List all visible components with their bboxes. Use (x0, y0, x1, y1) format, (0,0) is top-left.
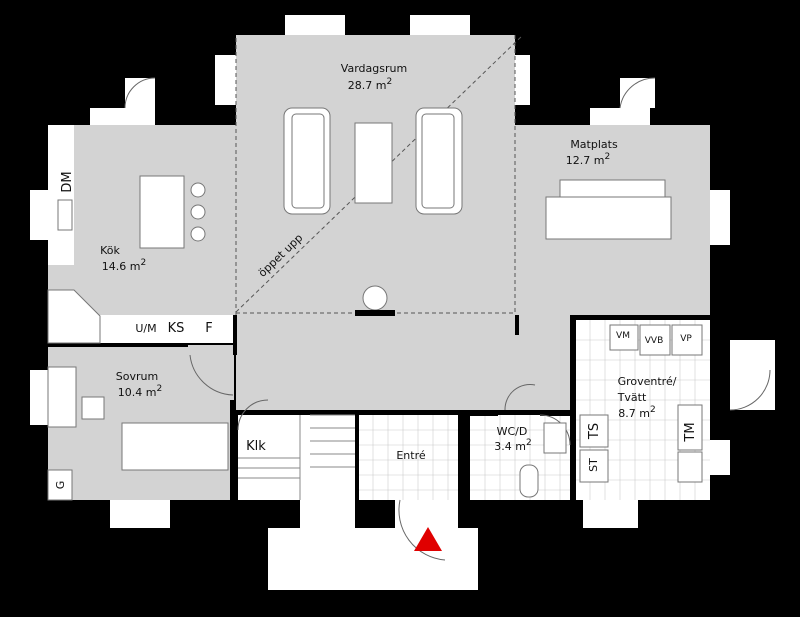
laundry-cabinet (579, 449, 609, 483)
entrance-marker-icon (414, 527, 442, 551)
tvatt-label: Tvätt (617, 391, 647, 404)
sofa-right (415, 107, 463, 215)
coffee-table (354, 122, 393, 204)
kok-area-label: 14.6 m2 (102, 258, 146, 273)
windows (30, 15, 730, 528)
entre-area (358, 415, 458, 500)
water-heater (639, 324, 671, 356)
utility-sink (677, 451, 703, 483)
vardagsrum-label: Vardagsrum (341, 62, 407, 75)
open-above-border (235, 35, 516, 315)
washing-machine (609, 324, 639, 351)
ts-label: TS (587, 423, 602, 440)
st-label: ST (587, 458, 600, 472)
wc-label: WC/D (497, 425, 528, 438)
sovrum-area-label: 10.4 m2 (118, 384, 162, 399)
dm-label: DM (60, 171, 75, 192)
entre-label: Entré (396, 449, 426, 462)
doors (124, 77, 775, 590)
stairs (238, 414, 355, 500)
sofa-left (283, 107, 331, 215)
vvb-label: VVB (645, 336, 664, 346)
klk-label: Klk (246, 439, 266, 454)
bed (121, 422, 229, 471)
wc-sink (543, 422, 567, 454)
kok-label: Kök (100, 244, 120, 257)
tm-label: TM (683, 422, 698, 442)
wardrobe (47, 469, 73, 501)
g-label: G (54, 481, 67, 490)
vp-label: VP (680, 334, 692, 344)
chair (81, 396, 105, 420)
kitchen-island (139, 175, 206, 249)
kitchen-counter-left (48, 125, 74, 265)
ks-label: KS (168, 321, 185, 336)
wc-area-label: 3.4 m2 (494, 438, 531, 453)
matplats-area-label: 12.7 m2 (566, 152, 610, 167)
dining-table (545, 179, 672, 240)
f-label: F (205, 321, 212, 336)
toilet (519, 464, 539, 498)
hall-area (236, 315, 574, 410)
kitchen-sink (57, 199, 73, 231)
groventre-area-label: 8.7 m2 (618, 405, 655, 420)
matplats-label: Matplats (570, 138, 618, 151)
stove-corner (47, 289, 101, 344)
sovrum-label: Sovrum (116, 370, 158, 383)
groventre-label: Groventré/ (618, 375, 677, 388)
dryer (579, 414, 609, 448)
desk (47, 366, 77, 428)
heat-pump (671, 324, 703, 356)
um-label: U/M (135, 322, 156, 335)
vm-label: VM (616, 331, 630, 341)
fireplace (355, 285, 395, 316)
vardagsrum-area-label: 28.7 m2 (348, 77, 392, 92)
washer (677, 404, 703, 451)
